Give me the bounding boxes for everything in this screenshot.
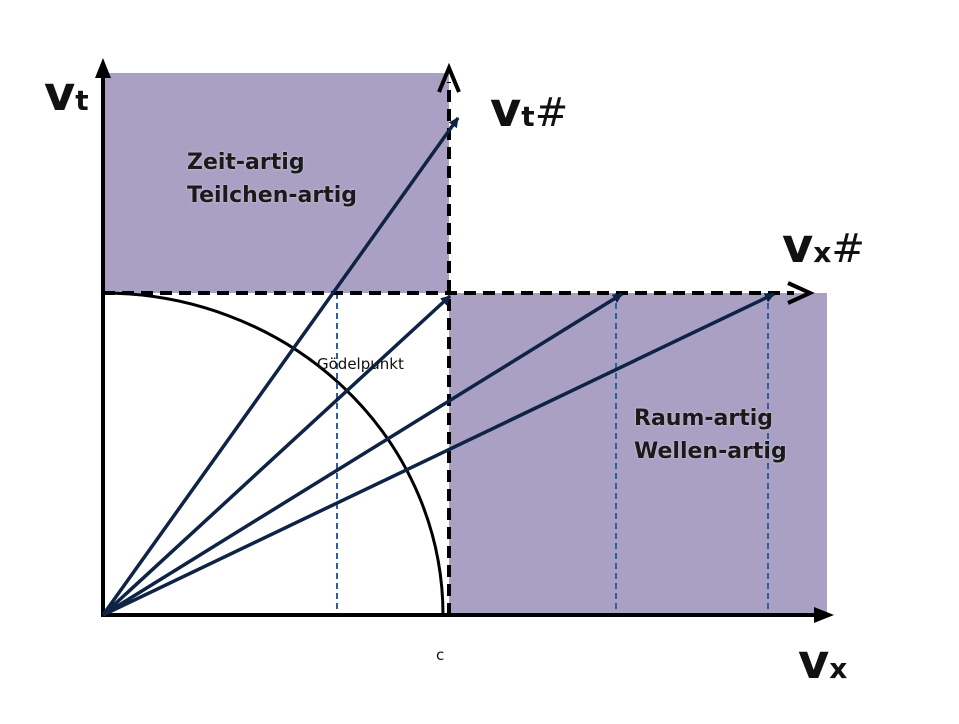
c-tick-label: c bbox=[436, 646, 445, 664]
vector-spacelike-2 bbox=[102, 292, 775, 617]
spacelike-region-label: Raum-artig Wellen-artig bbox=[634, 402, 787, 468]
vector-goedel bbox=[101, 294, 452, 617]
spacelike-region bbox=[449, 293, 827, 615]
velocity-vectors bbox=[101, 116, 775, 617]
goedel-point-label: Gödelpunkt bbox=[317, 355, 404, 373]
vx-hash-label-main: v bbox=[782, 218, 814, 274]
timelike-region-label: Zeit-artig Teilchen-artig bbox=[187, 146, 357, 212]
vt-hash-axis-label: vt# bbox=[490, 86, 568, 136]
vt-axis-arrowhead bbox=[95, 58, 111, 78]
light-speed-arc bbox=[102, 291, 445, 616]
vt-hash-label-main: v bbox=[490, 82, 522, 138]
vx-label-main: v bbox=[798, 634, 830, 690]
vector-timelike bbox=[101, 116, 460, 617]
vx-label-sub: x bbox=[829, 652, 848, 685]
vt-hash-label-sup: # bbox=[534, 90, 569, 136]
main-axes bbox=[101, 70, 822, 617]
timelike-region bbox=[103, 73, 449, 293]
vx-axis-label: vx bbox=[798, 638, 847, 686]
vx-hash-label-sub: x bbox=[813, 236, 832, 269]
spacelike-label-line1: Raum-artig bbox=[634, 406, 774, 431]
spacelike-label-line2: Wellen-artig bbox=[634, 439, 787, 464]
vx-hash-label-sup: # bbox=[831, 226, 865, 272]
hash-axes bbox=[103, 82, 794, 615]
vt-axis-label-sub: t bbox=[75, 84, 89, 117]
timelike-label-line1: Zeit-artig bbox=[187, 150, 305, 175]
vx-hash-axis-label: vx# bbox=[782, 222, 865, 272]
vt-hash-arrowhead bbox=[437, 62, 461, 93]
timelike-label-line2: Teilchen-artig bbox=[187, 183, 358, 208]
vt-axis-label: vt bbox=[44, 70, 89, 118]
vx-axis-arrowhead bbox=[814, 607, 834, 623]
vt-hash-label-sub: t bbox=[521, 100, 535, 133]
vx-hash-arrowhead bbox=[787, 281, 815, 305]
dashed-guide-lines bbox=[336, 293, 769, 615]
vector-spacelike-1 bbox=[102, 292, 623, 617]
vt-axis-label-main: v bbox=[44, 66, 76, 122]
